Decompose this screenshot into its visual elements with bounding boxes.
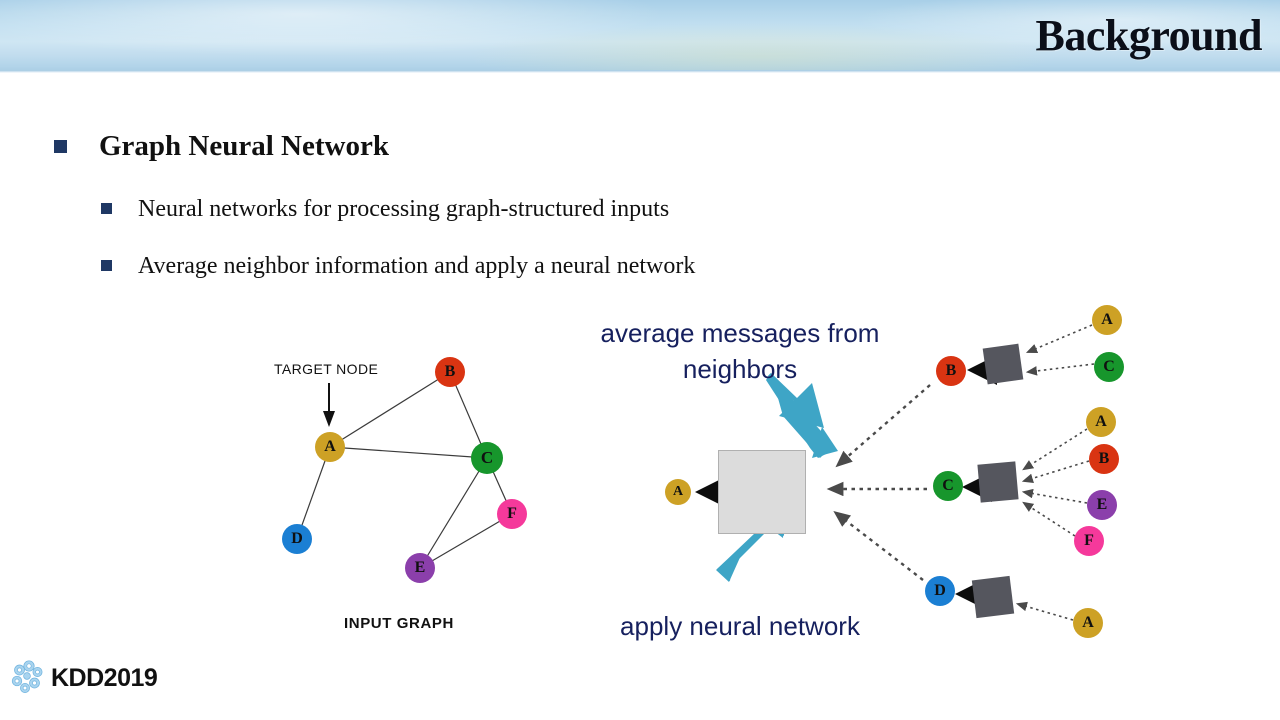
annotation-apply-neural-network: apply neural network xyxy=(580,608,900,644)
graph-node-F-label: F xyxy=(507,505,517,522)
graph-node-C: C xyxy=(471,442,503,474)
comp-layer2-c-node-F-label: F xyxy=(1084,532,1094,549)
comp-layer2-d-node-A: A xyxy=(1073,608,1103,638)
neural-network-box-b xyxy=(982,343,1024,385)
graph-node-B: B xyxy=(435,357,465,387)
bullet-level2-text-2: Average neighbor information and apply a… xyxy=(138,253,696,279)
comp-layer2-c-node-B-label: B xyxy=(1098,450,1110,467)
header-bottom-edge xyxy=(0,70,1280,73)
graph-node-A: A xyxy=(315,432,345,462)
input-graph-caption: INPUT GRAPH xyxy=(344,615,454,632)
graph-node-B-label: B xyxy=(444,363,456,380)
comp-layer2-c-node-E: E xyxy=(1087,490,1117,520)
bullet-level1-text: Graph Neural Network xyxy=(99,130,389,162)
comp-layer1-node-D-label: D xyxy=(934,582,946,599)
comp-layer2-c-node-B: B xyxy=(1089,444,1119,474)
kdd2019-logo: KDD2019 xyxy=(10,655,158,701)
graph-node-D-label: D xyxy=(291,530,303,547)
comp-layer1-node-D: D xyxy=(925,576,955,606)
comp-layer2-b-node-A: A xyxy=(1092,305,1122,335)
target-node-label: TARGET NODE xyxy=(274,361,379,377)
bullet-level1-graph-neural-network: Graph Neural Network xyxy=(54,128,389,165)
annotation-average-messages-line2: neighbors xyxy=(682,354,798,384)
comp-layer2-c-node-F: F xyxy=(1074,526,1104,556)
comp-layer2-b-node-C: C xyxy=(1094,352,1124,382)
comp-layer2-d-node-A-label: A xyxy=(1082,614,1094,631)
bullet-marker-square xyxy=(54,140,67,153)
comp-output-node-A: A xyxy=(665,479,691,505)
output-aggregation-box xyxy=(718,450,806,534)
annotation-average-messages-line1: average messages from xyxy=(600,318,880,348)
graph-node-A-label: A xyxy=(324,438,336,455)
comp-layer1-node-C: C xyxy=(933,471,963,501)
graph-node-C-label: C xyxy=(480,448,494,467)
graph-node-E-label: E xyxy=(414,559,426,576)
bullet-level2-item-1: Neural networks for processing graph-str… xyxy=(101,194,669,225)
bullet-level2-item-2: Average neighbor information and apply a… xyxy=(101,251,695,282)
comp-layer1-node-C-label: C xyxy=(942,477,954,494)
comp-layer2-b-node-A-label: A xyxy=(1101,311,1113,328)
kdd2019-logo-text: KDD2019 xyxy=(51,663,158,692)
comp-output-node-A-label: A xyxy=(672,484,684,499)
annotation-apply-neural-network-text: apply neural network xyxy=(620,611,860,641)
gear-cluster-icon xyxy=(11,660,43,693)
comp-layer2-c-node-A-label: A xyxy=(1095,413,1107,430)
comp-layer2-c-node-A: A xyxy=(1086,407,1116,437)
bullet-marker-square xyxy=(101,203,112,214)
target-node-arrow xyxy=(323,383,335,427)
comp-layer2-c-node-E-label: E xyxy=(1096,496,1108,513)
comp-layer2-b-node-C-label: C xyxy=(1103,358,1115,375)
graph-node-F: F xyxy=(497,499,527,529)
comp-layer1-node-B-label: B xyxy=(945,362,957,379)
comp-layer1-node-B: B xyxy=(936,356,966,386)
graph-node-E: E xyxy=(405,553,435,583)
bullet-marker-square xyxy=(101,260,112,271)
annotation-average-messages: average messages from neighbors xyxy=(580,315,900,387)
bullet-level2-text-1: Neural networks for processing graph-str… xyxy=(138,196,670,222)
neural-network-box-c xyxy=(977,461,1019,503)
page-title: Background xyxy=(1035,11,1263,60)
graph-node-D: D xyxy=(282,524,312,554)
neural-network-box-d xyxy=(971,575,1015,619)
